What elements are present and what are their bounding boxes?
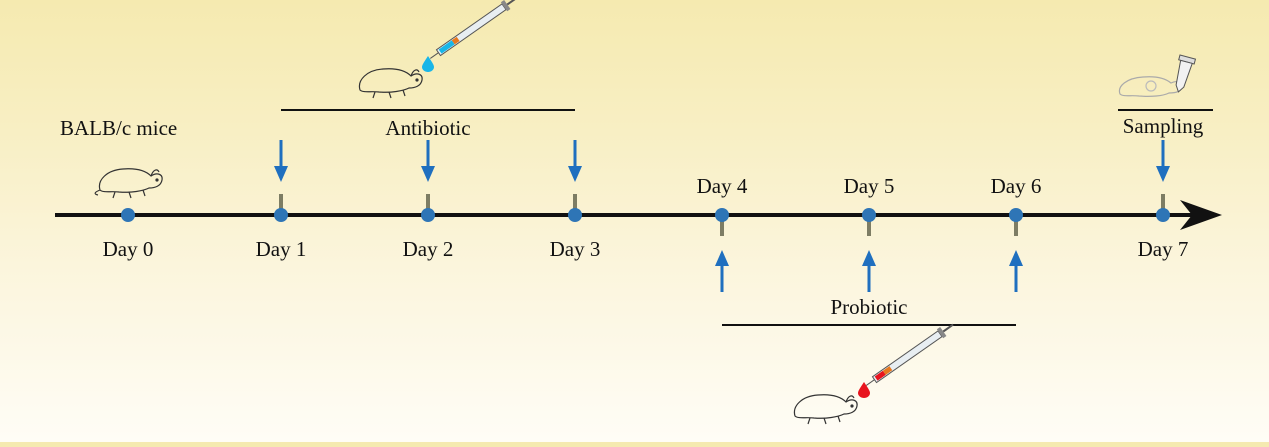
tube-icon [1175,54,1197,93]
probiotic-label: Probiotic [831,295,908,319]
node-day-0 [121,208,135,222]
arrowhead-down-day-1 [274,166,288,182]
mice-label: BALB/c mice [60,116,177,140]
node-day-4 [715,208,729,222]
water-drop-icon [422,56,434,72]
node-day-5 [862,208,876,222]
mouse-icon [94,168,163,199]
sampling-label: Sampling [1123,114,1204,138]
mouse-icon [358,68,423,99]
arrowhead-down-day-2 [421,166,435,182]
label-day-0: Day 0 [103,237,154,261]
node-day-3 [568,208,582,222]
node-day-7 [1156,208,1170,222]
arrowhead-up-day-5 [862,250,876,266]
day-nodes [121,208,1170,222]
arrowhead-down-day-7 [1156,166,1170,182]
timeline-arrowhead [1180,200,1222,230]
label-day-2: Day 2 [403,237,454,261]
arrowhead-up-day-4 [715,250,729,266]
arrowhead-down-day-3 [568,166,582,182]
node-day-6 [1009,208,1023,222]
syringe-icon [430,0,518,59]
mouse-icon [1118,76,1183,97]
antibiotic-label: Antibiotic [385,116,470,140]
label-day-6: Day 6 [991,174,1042,198]
arrowhead-up-day-6 [1009,250,1023,266]
label-day-3: Day 3 [550,237,601,261]
label-day-5: Day 5 [844,174,895,198]
syringe-icon [866,323,954,386]
blood-drop-icon [858,382,870,398]
node-day-1 [274,208,288,222]
node-day-2 [421,208,435,222]
label-day-1: Day 1 [256,237,307,261]
mouse-icon [793,394,858,425]
label-day-4: Day 4 [697,174,748,198]
label-day-7: Day 7 [1138,237,1189,261]
